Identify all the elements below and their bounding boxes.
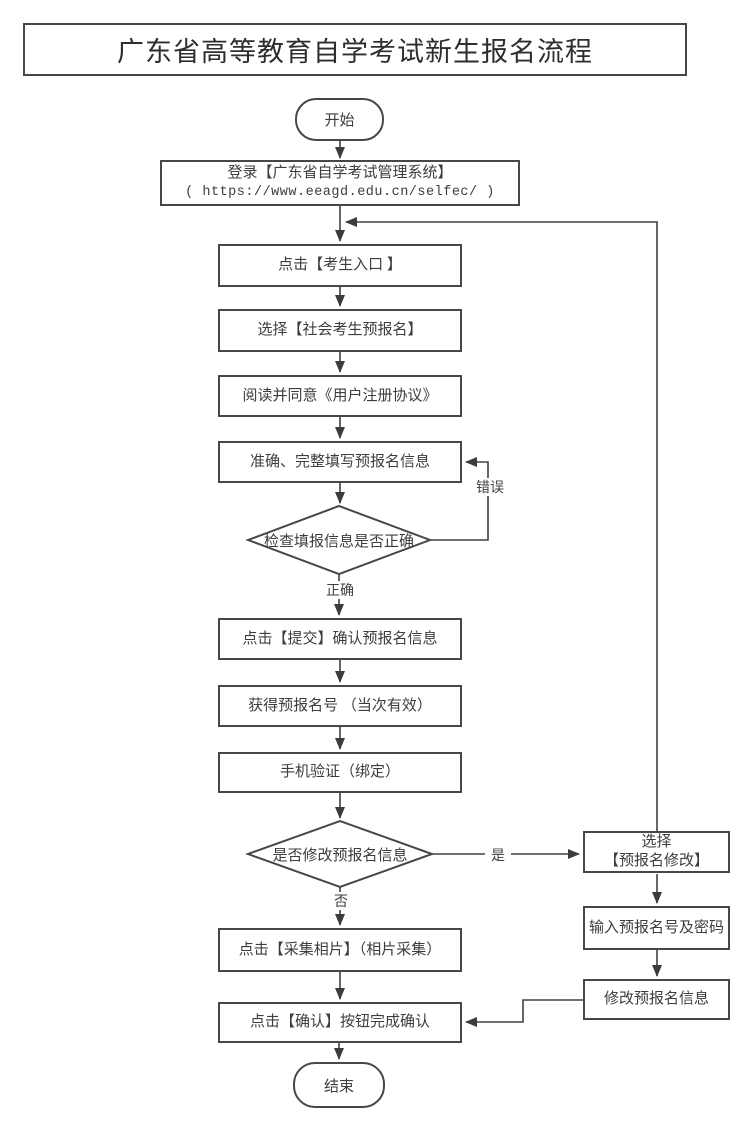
title-box: 广东省高等教育自学考试新生报名流程	[23, 23, 687, 76]
edge-label-no-text: 否	[334, 895, 348, 910]
node-login-url: ( https://www.eeagd.edu.cn/selfec/ )	[185, 185, 495, 200]
node-start: 开始	[295, 98, 384, 141]
node-get-prereg-number: 获得预报名号 （当次有效）	[218, 685, 462, 727]
node-click-candidate-entry: 点击【考生入口 】	[218, 244, 462, 287]
node-enter-number-password: 输入预报名号及密码	[583, 906, 730, 950]
node-agree-user-agreement-label: 阅读并同意《用户注册协议》	[242, 387, 438, 404]
decision-check-info-label: 检查填报信息是否正确	[248, 523, 430, 557]
edge-label-error-text: 错误	[476, 481, 504, 496]
edge-modifyinfo-to-confirm	[465, 999, 583, 1027]
node-enter-number-password-label: 输入预报名号及密码	[588, 919, 724, 936]
node-phone-verification-label: 手机验证（绑定）	[279, 764, 400, 780]
page-title: 广东省高等教育自学考试新生报名流程	[117, 37, 593, 67]
decision-check-info-diamond	[245, 504, 433, 576]
node-get-prereg-number-label: 获得预报名号 （当次有效）	[248, 697, 432, 714]
node-fill-prereg-info: 准确、完整填写预报名信息	[218, 441, 462, 483]
node-select-prereg-modify-line2: 【预报名修改】	[603, 853, 709, 869]
node-agree-user-agreement: 阅读并同意《用户注册协议》	[218, 375, 462, 417]
node-end: 结束	[293, 1062, 385, 1108]
decision-modify-text: 是否修改预报名信息	[272, 847, 408, 864]
edge-selectmodify-back-to-mainflow	[345, 217, 658, 831]
node-end-label: 结束	[323, 1078, 354, 1095]
node-submit-confirm-info: 点击【提交】确认预报名信息	[218, 618, 462, 660]
node-collect-photo-label: 点击【采集相片】（相片采集）	[238, 941, 442, 958]
node-fill-prereg-info-label: 准确、完整填写预报名信息	[249, 453, 430, 470]
node-phone-verification: 手机验证（绑定）	[218, 752, 462, 793]
decision-modify-diamond	[245, 819, 435, 889]
edge-label-yes: 是	[485, 846, 511, 864]
edge-label-correct-text: 正确	[326, 584, 354, 599]
node-modify-prereg-info: 修改预报名信息	[583, 979, 730, 1020]
node-collect-photo: 点击【采集相片】（相片采集）	[218, 928, 462, 972]
decision-check-info-text: 检查填报信息是否正确	[263, 533, 414, 550]
node-login-system: 登录【广东省自学考试管理系统】 ( https://www.eeagd.edu.…	[160, 160, 520, 206]
edge-label-error: 错误	[465, 478, 515, 496]
edge-label-yes-text: 是	[491, 849, 505, 864]
edge-check-error-loop	[430, 457, 489, 541]
node-click-candidate-entry-label: 点击【考生入口 】	[278, 257, 402, 273]
node-select-social-prereg-label: 选择【社会考生预报名】	[257, 322, 423, 338]
node-click-confirm-button: 点击【确认】按钮完成确认	[218, 1002, 462, 1043]
node-select-prereg-modify: 选择 【预报名修改】	[583, 831, 730, 873]
node-click-confirm-button-label: 点击【确认】按钮完成确认	[249, 1014, 430, 1030]
edge-label-no: 否	[328, 892, 354, 910]
node-select-social-prereg: 选择【社会考生预报名】	[218, 309, 462, 352]
node-start-label: 开始	[324, 113, 355, 129]
node-select-prereg-modify-line1: 选择	[641, 834, 672, 850]
node-modify-prereg-info-label: 修改预报名信息	[603, 991, 709, 1007]
decision-modify-label: 是否修改预报名信息	[248, 837, 432, 871]
node-submit-confirm-info-label: 点击【提交】确认预报名信息	[242, 630, 438, 647]
node-login-line1: 登录【广东省自学考试管理系统】	[227, 165, 453, 181]
edge-label-correct: 正确	[315, 581, 365, 599]
